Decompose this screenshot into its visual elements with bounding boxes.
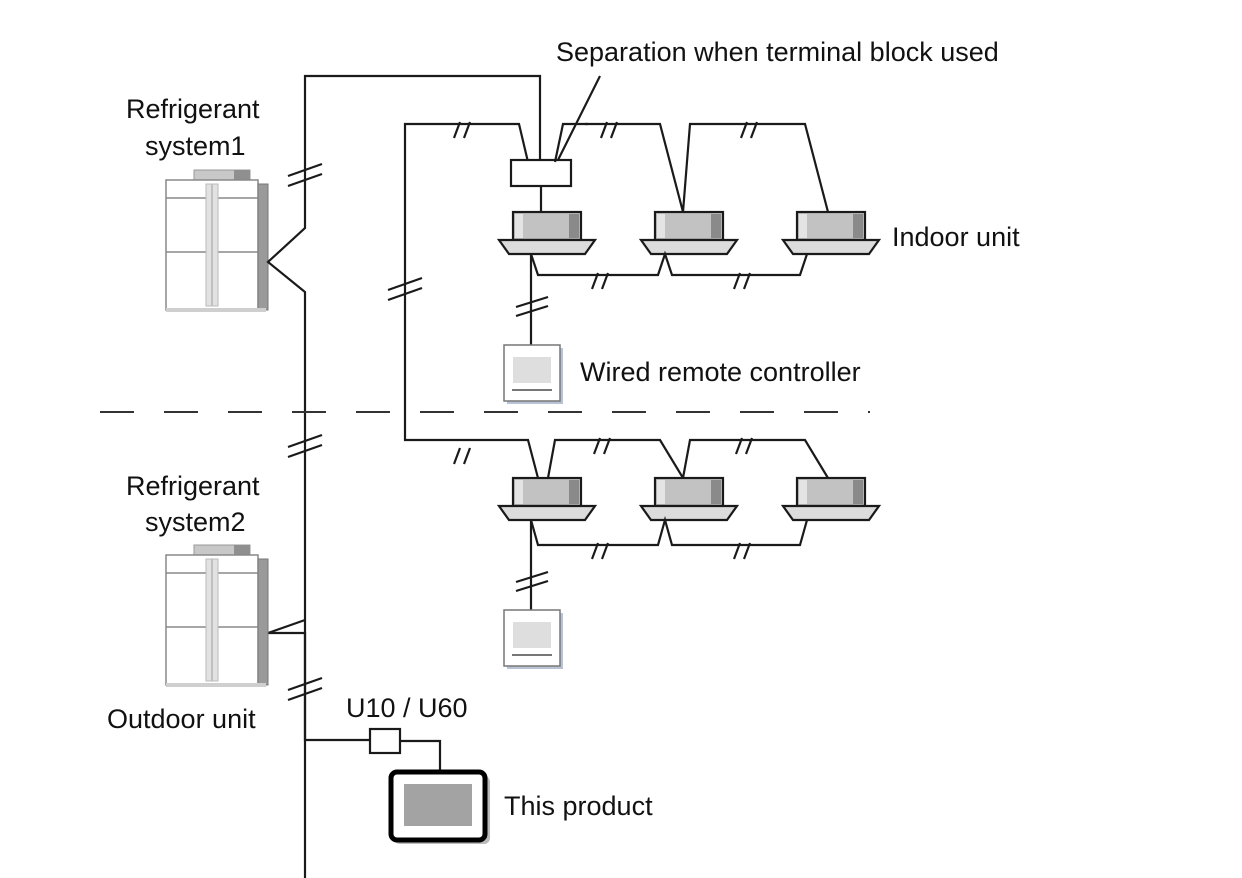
wire-break-mark <box>387 120 472 466</box>
refrigerant-system2-label-line1: Refrigerant <box>126 471 260 501</box>
wire-break-mark <box>515 570 549 593</box>
remote-link-wire-1 <box>529 250 809 277</box>
indoor-unit-2-2 <box>639 476 739 522</box>
refrigerant-system1-label-line1: Refrigerant <box>126 94 260 124</box>
separation-label: Separation when terminal block used <box>556 37 999 67</box>
wire-break-mark <box>287 162 323 702</box>
wired-remote-controller-label: Wired remote controller <box>580 357 861 387</box>
inter-system-wire <box>403 122 540 479</box>
indoor-link-wire-2 <box>546 438 829 482</box>
terminal-block <box>509 158 573 188</box>
indoor-unit-1-1 <box>497 210 597 256</box>
refrigerant-system1-label-line2: system1 <box>145 131 246 161</box>
this-product-label: This product <box>504 791 653 821</box>
adapter-to-product-wire <box>400 739 442 772</box>
wire-break-mark <box>515 295 549 318</box>
wired-remote-controller-2 <box>503 609 564 670</box>
wired-remote-controller-1 <box>503 344 564 405</box>
indoor-unit-2-1 <box>497 476 597 522</box>
outdoor-unit-1 <box>165 169 269 313</box>
outdoor-unit-2 <box>165 544 269 688</box>
outdoor2-to-adapter-wire <box>267 618 372 742</box>
indoor-unit-1-3 <box>781 210 881 256</box>
this-product-device <box>388 769 490 844</box>
backbone-wire <box>266 74 542 878</box>
remote-link-wire-2 <box>529 515 809 547</box>
adapter-label: U10 / U60 <box>346 693 468 723</box>
adapter-box <box>368 727 402 755</box>
indoor-unit-label: Indoor unit <box>892 222 1020 252</box>
outdoor-unit-label: Outdoor unit <box>107 704 256 734</box>
wire <box>553 122 588 163</box>
indoor-unit-2-3 <box>781 476 881 522</box>
indoor-unit-1-2 <box>639 210 739 256</box>
refrigerant-system2-label-line2: system2 <box>145 507 246 537</box>
indoor-link-wire-1 <box>585 122 830 213</box>
